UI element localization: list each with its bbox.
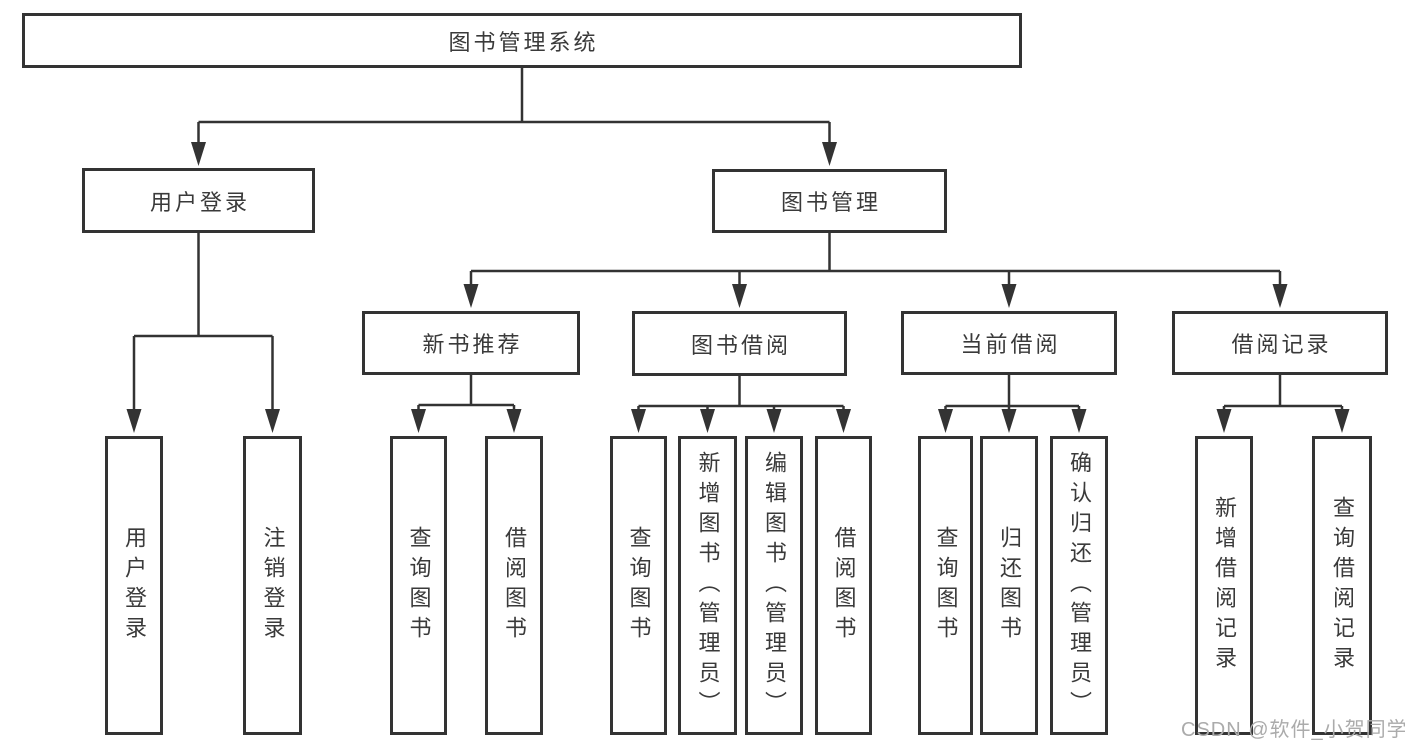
arrowhead [1071, 409, 1087, 433]
node-book-management: 图书管理 [712, 169, 947, 233]
arrowhead [1334, 409, 1350, 433]
arrowhead [836, 409, 851, 433]
leaf-borrow-query-books: 查询图书 [610, 436, 667, 735]
leaf-borrow-borrow-books: 借阅图书 [815, 436, 872, 735]
leaf-current-return-books-label: 归还图书 [997, 525, 1022, 646]
leaf-borrow-add-books-admin: 新增图书（管理员） [678, 436, 737, 735]
leaf-newbook-borrow-books-label: 借阅图书 [502, 525, 527, 646]
node-book-borrow-label: 图书借阅 [690, 332, 791, 358]
leaf-borrow-edit-books-admin: 编辑图书（管理员） [745, 436, 803, 735]
arrowhead [191, 142, 206, 166]
connector-current-borrow [944, 375, 1081, 412]
node-user-login-label: 用户登录 [149, 189, 250, 215]
leaf-logout-label: 注销登录 [260, 525, 286, 646]
node-root-label: 图书管理系统 [448, 29, 599, 55]
leaf-current-query-books: 查询图书 [918, 436, 973, 735]
arrowhead [1216, 409, 1232, 433]
node-new-book-recommend-label: 新书推荐 [422, 332, 523, 357]
leaf-records-query-record-label: 查询借阅记录 [1330, 495, 1355, 676]
connector-book-borrow [637, 375, 845, 412]
leaf-newbook-query-books: 查询图书 [390, 436, 447, 735]
leaf-user-login: 用户登录 [105, 436, 163, 735]
leaf-current-query-books-label: 查询图书 [933, 525, 959, 646]
leaf-records-query-record: 查询借阅记录 [1312, 436, 1372, 735]
connector-book-mgmt [469, 232, 1282, 288]
leaf-current-confirm-return-admin-label: 确认归还（管理员） [1067, 450, 1092, 721]
arrowhead [1272, 284, 1288, 308]
connector-borrow-records [1222, 375, 1344, 412]
arrowhead [766, 409, 782, 433]
arrowhead [700, 409, 715, 433]
arrowheads [126, 142, 1350, 433]
arrowhead [506, 409, 522, 433]
arrowhead [822, 142, 837, 166]
arrowhead [463, 284, 479, 308]
connector-root [197, 68, 831, 146]
leaf-logout: 注销登录 [243, 436, 302, 735]
node-book-management-label: 图书管理 [780, 190, 881, 215]
watermark: CSDN @软件_小贺同学 [1181, 719, 1405, 741]
node-new-book-recommend: 新书推荐 [362, 311, 580, 375]
node-current-borrow-label: 当前借阅 [960, 332, 1061, 357]
leaf-borrow-borrow-books-label: 借阅图书 [831, 525, 857, 646]
connector-user-login [132, 233, 274, 412]
arrowhead [1001, 284, 1017, 308]
leaf-current-confirm-return-admin: 确认归还（管理员） [1050, 436, 1108, 735]
leaf-newbook-query-books-label: 查询图书 [406, 525, 432, 646]
leaf-borrow-query-books-label: 查询图书 [626, 525, 652, 646]
arrowhead [732, 284, 747, 308]
leaf-records-add-record: 新增借阅记录 [1195, 436, 1253, 735]
arrowhead [631, 409, 646, 433]
arrowhead [265, 409, 280, 433]
leaf-records-add-record-label: 新增借阅记录 [1212, 495, 1237, 676]
arrowhead [1001, 409, 1017, 433]
leaf-newbook-borrow-books: 借阅图书 [485, 436, 543, 735]
node-borrow-records: 借阅记录 [1172, 311, 1388, 375]
connector-new-book [417, 375, 516, 412]
node-current-borrow: 当前借阅 [901, 311, 1117, 375]
leaf-borrow-add-books-admin-label: 新增图书（管理员） [695, 450, 721, 721]
leaf-user-login-label: 用户登录 [122, 525, 147, 646]
arrowhead [938, 409, 953, 433]
node-book-borrow: 图书借阅 [632, 311, 847, 376]
node-user-login: 用户登录 [82, 168, 315, 233]
leaf-current-return-books: 归还图书 [980, 436, 1038, 735]
node-borrow-records-label: 借阅记录 [1231, 332, 1332, 357]
node-root: 图书管理系统 [22, 13, 1022, 68]
arrowhead [126, 409, 142, 433]
arrowhead [411, 409, 426, 433]
leaf-borrow-edit-books-admin-label: 编辑图书（管理员） [762, 450, 787, 721]
